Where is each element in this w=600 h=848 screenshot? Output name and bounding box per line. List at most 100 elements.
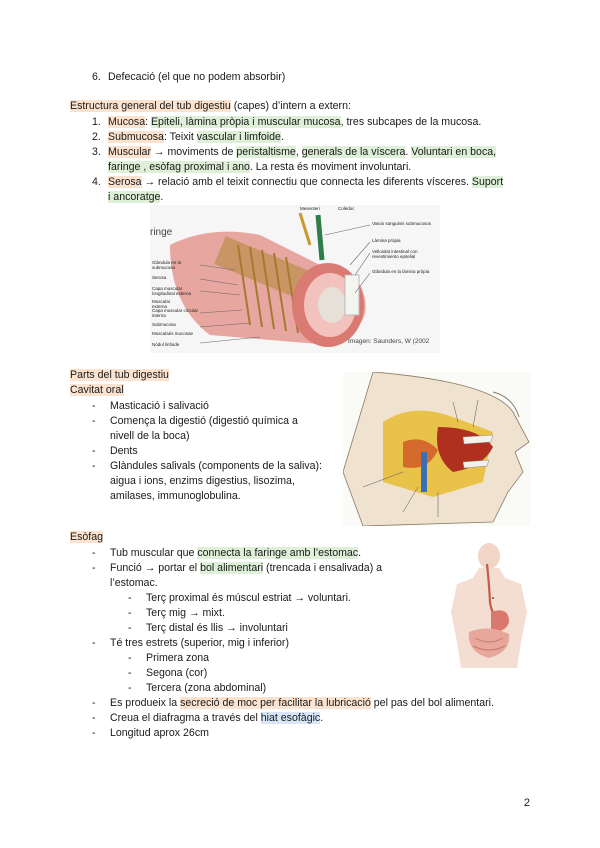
label-capa-circ: Capa muscular circular interna [152,308,199,318]
bullet-dash: - [128,652,132,664]
sub-list-item: - Terç mig → mixt. [128,606,225,622]
label-colidoc: Colèdoc [338,206,355,211]
fragment-text: ringe [150,227,173,238]
label-serosa: Serosa [152,275,167,280]
list-text: Longitud aprox 26cm [110,727,209,739]
layer-item-muscular: 3.Muscular → moviments de peristaltisme,… [92,145,497,161]
list-item: -Funció → portar el bol alimentari (tren… [92,561,382,577]
bullet-dash: - [128,607,132,619]
text: . [280,131,284,143]
label-nodul: Nòdul linfoide [152,342,180,347]
highlight: secreció de moc per facilitar la lubrica… [180,697,371,709]
list-text: Glàndules salivals (components de la sal… [110,460,322,472]
list-text-cont: nivell de la boca) [110,430,190,442]
text: Tub muscular que [110,547,198,559]
tube-illustration [150,205,440,353]
highlight: vascular i limfoide [196,131,281,143]
layer-item-serosa-cont: i ancoratge. [108,190,163,206]
list-item: - Masticació i salivació [92,399,209,415]
bullet-dash: - [92,445,96,457]
highlight: Suport [471,176,504,188]
bullet-dash: - [92,712,96,724]
highlight: connecta la faringe amb l’estomac [197,547,359,559]
text: pel pas del bol alimentari. [370,697,494,709]
heading-rest: (capes) d’intern a extern: [230,100,351,112]
label-vasos: Vasos sanguinis submucosos [372,221,431,226]
text: : Teixit [163,131,197,143]
list-number: 4. [92,176,101,188]
bullet-dash: - [92,547,96,559]
label-vellositat: Vellositat intestinal con revestimiento … [372,249,418,259]
list-text-cont: l’estomac. [110,577,158,589]
list-item: - Longitud aprox 26cm [92,726,209,742]
heading-highlight: Estructura general del tub digestiu [70,100,231,112]
highlight: peristaltisme [236,146,296,158]
bullet-dash: - [92,415,96,427]
highlight: hiat esofàgic [260,712,321,724]
text: . [405,146,412,158]
list-text: Masticació i salivació [110,400,209,412]
list-number: 3. [92,146,101,158]
highlight: faringe , esòfag proximal i ano [108,161,250,173]
esophagus-figure [447,542,531,668]
list-text: Dents [110,445,138,457]
text: . [320,712,324,724]
label-glandula-sub: Glàndula en la submucosa [152,260,182,270]
list-text: Segona (cor) [146,667,208,679]
text: . [358,547,362,559]
label-mesenteri: Mesenteri [300,206,320,211]
highlight: Epiteli, làmina pròpia i muscular mucosa [150,116,341,128]
layer-item-muscular-cont: faringe , esòfag proximal i ano. La rest… [108,160,411,176]
highlight: Voluntari en boca, [411,146,497,158]
structure-heading: Estructura general del tub digestiu (cap… [70,99,351,115]
term: Mucosa [108,116,146,128]
oral-cavity-heading: Cavitat oral [70,383,124,399]
label-muscularis: Muscularis mucosae [152,331,194,336]
list-text: Té tres estrets (superior, mig i inferio… [110,637,289,649]
highlight: i ancoratge [108,191,161,203]
page-number: 2 [523,797,530,809]
text: . [160,191,164,203]
list-text-cont: aigua i ions, enzims digestius, lisozima… [110,475,295,487]
bullet-dash: - [92,460,96,472]
list-text: Defecació (el que no podem absorbir) [108,71,286,83]
sub-list-item: - Terç distal és llis → involuntari [128,621,288,637]
term: Submucosa [108,131,164,143]
label-capa-long: Capa muscular longitudinal externa [152,286,192,296]
list-number: 1. [92,116,101,128]
image-credit: Imagen: Saunders, W (2002 [348,338,430,345]
list-number: 2. [92,131,101,143]
list-text: Terç mig → mixt. [146,607,225,619]
digestive-tube-figure: ringe Mesenteri Colèdoc Vasos sanguinis … [150,205,440,353]
sub-list-item: -Segona (cor) [128,666,207,682]
esofag-heading: Esòfag [70,530,103,546]
sub-list-item: -Tercera (zona abdominal) [128,681,266,697]
highlight: bol alimentari [200,562,264,574]
text: (trencada i ensalivada) a [263,562,383,574]
bullet-dash: - [92,697,96,709]
list-text: Comença la digestió (digestió química a [110,415,298,427]
highlight: generals de la víscera [301,146,406,158]
text: , tres subcapes de la mucosa. [340,116,482,128]
list-item: - Creua el diafragma a través del hiat es… [92,711,323,727]
list-item: - Glàndules salivals (components de la sa… [92,459,322,475]
list-item: -Es produeix la secreció de moc per faci… [92,696,494,712]
bullet-dash: - [128,622,132,634]
bullet-dash: - [92,637,96,649]
bullet-dash: - [92,400,96,412]
list-text-cont: amilases, immunoglobulina. [110,490,241,502]
label-muscular-externa: Muscular externa [152,299,171,309]
layer-item-serosa: 4.Serosa → relació amb el teixit connect… [92,175,504,191]
bullet-dash: - [92,727,96,739]
oral-cavity-figure [343,372,531,526]
text: : [145,116,151,128]
oral-cavity-illustration [343,372,531,526]
text: Creua el diafragma a través del [110,712,261,724]
text: Funció → portar el [110,562,201,574]
layer-item-submucosa: 2. Submucosa: Teixit vascular i limfoide. [92,130,284,146]
list-item: - Té tres estrets (superior, mig i inferi… [92,636,289,652]
list-text: Terç distal és llis → involuntari [146,622,288,634]
list-item: - Tub muscular que connecta la faringe am… [92,546,361,562]
list-text: Primera zona [146,652,209,664]
